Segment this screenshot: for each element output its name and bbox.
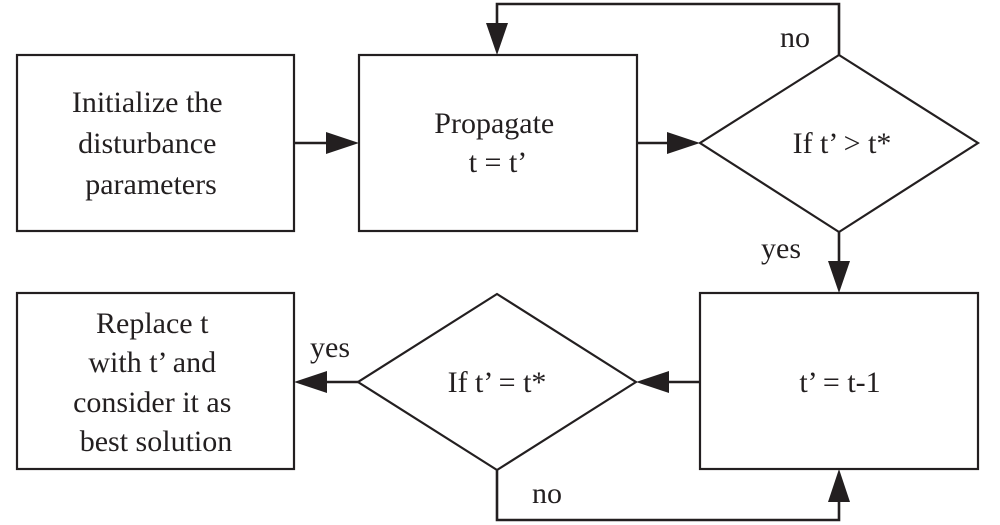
node-propagate-line-2: t = t’ xyxy=(469,146,528,179)
node-initialize-box xyxy=(15,53,296,233)
edge-propagate-to-decision xyxy=(637,132,700,154)
edge-greater-no-loop-arrowhead xyxy=(486,23,508,55)
node-decrement: t’ = t-1 xyxy=(698,291,980,471)
edge-equal-yes-label: yes xyxy=(310,331,350,364)
decision-equal: If t’ = t* xyxy=(355,292,639,472)
node-replace-line-4: best solution xyxy=(80,425,233,458)
node-initialize-line-3: parameters xyxy=(85,168,217,201)
node-initialize-line-1: Initialize the xyxy=(72,86,223,119)
edge-greater-yes-arrowhead xyxy=(828,261,850,293)
node-initialize-line-2: disturbance xyxy=(78,127,216,160)
edge-equal-no-label: no xyxy=(532,477,562,510)
node-propagate-label: Propagate t = t’ xyxy=(434,107,561,179)
decision-equal-label: If t’ = t* xyxy=(448,366,547,399)
node-decrement-box xyxy=(698,291,980,471)
node-replace-box xyxy=(15,291,296,471)
node-propagate-line-1: Propagate xyxy=(434,107,554,140)
node-initialize-label: Initialize the disturbance parameters xyxy=(72,86,230,201)
edge-equal-yes: yes xyxy=(294,331,358,393)
decision-greater-than: If t’ > t* xyxy=(697,53,981,234)
node-replace-line-3: consider it as xyxy=(73,386,231,419)
edge-init-to-propagate-arrowhead xyxy=(326,132,359,154)
edge-greater-no-loop-line xyxy=(495,2,841,55)
edge-decrement-to-equal-arrowhead xyxy=(636,371,669,393)
node-replace-label: Replace t with t’ and consider it as bes… xyxy=(73,307,239,458)
edge-equal-no-loop-arrowhead xyxy=(828,469,850,502)
decision-greater-than-label: If t’ > t* xyxy=(793,127,892,160)
edge-greater-no-loop: no xyxy=(486,2,841,55)
edge-equal-no-loop: no xyxy=(495,469,850,522)
edge-propagate-to-decision-arrowhead xyxy=(667,132,700,154)
edge-init-to-propagate xyxy=(294,132,359,154)
node-initialize: Initialize the disturbance parameters xyxy=(15,53,296,233)
edge-greater-yes: yes xyxy=(761,232,850,293)
edge-equal-yes-arrowhead xyxy=(294,371,327,393)
node-replace: Replace t with t’ and consider it as bes… xyxy=(15,291,296,471)
node-replace-line-2: with t’ and xyxy=(88,346,216,379)
node-decrement-label: t’ = t-1 xyxy=(799,366,880,399)
edge-equal-no-loop-line xyxy=(495,470,841,522)
edge-decrement-to-equal xyxy=(636,371,700,393)
node-replace-line-1: Replace t xyxy=(96,307,209,340)
edge-greater-no-label: no xyxy=(780,21,810,54)
node-propagate: Propagate t = t’ xyxy=(357,53,639,233)
node-propagate-box xyxy=(357,53,639,233)
edge-greater-yes-label: yes xyxy=(761,232,801,265)
